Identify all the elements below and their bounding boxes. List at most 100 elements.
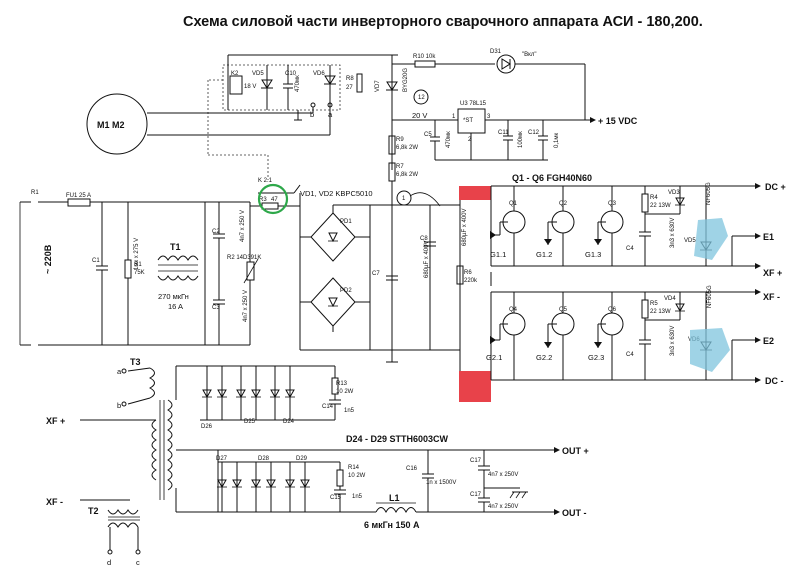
t1-value: 270 мкГн: [158, 292, 189, 301]
r5-value: 22 13W: [650, 309, 671, 315]
c1-label: C1: [92, 258, 100, 264]
xf-plus-left-label: XF +: [46, 416, 65, 426]
relay-k2-coil: [229, 75, 243, 95]
t2-d-label: d: [107, 558, 111, 567]
q4-label: Q4: [509, 307, 518, 313]
t1-label: T1: [170, 242, 181, 252]
c7-label: C7: [372, 271, 380, 277]
blue-marker-top: [694, 218, 728, 260]
nf605g-top-label: NF605G: [706, 182, 712, 205]
r9-value: 6,8k 2W: [396, 145, 418, 151]
node-1-label: 1: [402, 196, 406, 202]
nf605g-bottom-label: NF605G: [707, 285, 713, 308]
bridge-pd2: [310, 277, 356, 327]
d24-label: D24: [283, 419, 295, 425]
r1-top-label: R1: [31, 190, 39, 196]
e2-label: E2: [763, 336, 774, 346]
pin2-label: 2: [468, 137, 472, 143]
c10-value: 470мк: [295, 75, 301, 92]
c16-value: 1n x 1500V: [426, 480, 456, 486]
r5-label: R5: [650, 301, 658, 307]
diodes-label: D24 - D29 STTH6003CW: [346, 434, 449, 444]
led-d31: [496, 54, 516, 74]
out-plus-label: OUT +: [562, 446, 589, 456]
bridge-pd1: [310, 212, 356, 262]
c3-label: C3: [212, 305, 220, 311]
snubber-section: C2 4n7 x 250 V C3 4n7 x 250 V R2 14D391K…: [204, 178, 301, 345]
c7-value: 680µF x 400V: [424, 241, 430, 278]
vd7-label: VD7: [375, 80, 381, 92]
c3-value: 4n7 x 250 V: [243, 290, 249, 322]
r6-value: 220k: [464, 278, 478, 284]
c17-top-value: 4n7 x 250V: [488, 472, 518, 478]
right-snubbers: R4 22 13W VD3 NF605G C4 3n3 x 630V VD5 R…: [626, 182, 786, 386]
choke-t1: T1 270 мкГн 16 A: [157, 242, 199, 311]
c15-label: C15: [330, 495, 342, 501]
dc-minus-label: DC -: [765, 376, 784, 386]
l1-label: L1: [389, 493, 400, 503]
mains-voltage-label: ~ 220В: [43, 244, 53, 274]
g22-label: G2.2: [536, 353, 552, 362]
r6-label: R6: [464, 270, 472, 276]
motor-m1-m2: M1 M2: [86, 93, 331, 155]
vd4-label: VD4: [664, 296, 676, 302]
r1-label: R1: [134, 262, 142, 268]
c1-value: 1мк x 275 V: [134, 238, 140, 270]
highlight-ring-r3: [257, 183, 289, 215]
input-section: R1 ~ 220В FU1 25 A C1 1мк x 275 V R1 75K: [19, 190, 250, 346]
c5-value: 470мк: [446, 131, 452, 148]
switches-label: Q1 - Q6 FGH40N60: [512, 173, 592, 183]
c2-label: C2: [212, 229, 220, 235]
xf-minus-right-label: XF -: [763, 292, 780, 302]
k2-value: 18 V: [244, 84, 256, 90]
t3-b-label: b: [117, 401, 121, 410]
motor-label: M1 M2: [97, 120, 125, 130]
d26-label: D26: [201, 424, 213, 430]
igbt-q1: Q1 G1.1: [490, 186, 526, 266]
t3-label: T3: [130, 357, 141, 367]
c4-bottom-label: C4: [626, 352, 634, 358]
c5-label: C5: [424, 132, 432, 138]
c17-bottom-label: C17: [470, 492, 482, 498]
r3-label: R3: [259, 197, 267, 203]
d28-label: D28: [258, 456, 270, 462]
output-section: T3 a b XF + XF - T2 d c: [46, 357, 589, 567]
r7-label: R7: [396, 164, 404, 170]
r3-value: 47: [271, 197, 278, 203]
r7-value: 6,8k 2W: [396, 172, 418, 178]
c2-value: 4n7 x 250 V: [240, 210, 246, 242]
c8-label: C8: [420, 236, 428, 242]
t3-a-label: a: [117, 367, 122, 376]
xf-plus-right-label: XF +: [763, 268, 782, 278]
dc-plus-label: DC +: [765, 182, 786, 192]
k21-label: K 2.1: [258, 178, 273, 184]
r10-label: R10 10k: [413, 54, 436, 60]
r13-value: 10 2W: [336, 389, 354, 395]
relay-block: K2 18 V VD5 C10 470мк VD6 b a R8 27 VD7 …: [207, 54, 409, 180]
g13-label: G1.3: [585, 250, 601, 259]
bridge-section: VD1, VD2 KBPC5010 PD1 PD2 1: [299, 189, 460, 351]
v20-label: 20 V: [412, 111, 427, 120]
r13-label: R13: [336, 381, 348, 387]
g11-label: G1.1: [490, 250, 506, 259]
r8-label: R8: [346, 76, 354, 82]
c12-value: 0,1мк: [554, 133, 560, 148]
vd7-value: BYG20G: [403, 68, 409, 92]
d25-label: D25: [244, 419, 256, 425]
igbt-q2: Q2 G1.2: [536, 186, 575, 266]
r14-label: R14: [348, 465, 360, 471]
blue-marker-bottom: [690, 328, 730, 372]
e1-label: E1: [763, 232, 774, 242]
t2-label: T2: [88, 506, 99, 516]
r1-value: 75K: [134, 270, 145, 276]
red-marker-top: [459, 186, 491, 200]
lower-rectifier-diodes: [217, 462, 310, 512]
g23-label: G2.3: [588, 353, 604, 362]
vd5-label: VD5: [684, 238, 696, 244]
c14-label: C14: [322, 404, 334, 410]
fuse-label: FU1 25 A: [66, 193, 91, 199]
diagram-title: Схема силовой части инверторного сварочн…: [183, 14, 703, 30]
vd3-label: VD3: [668, 190, 680, 196]
c16-label: C16: [406, 466, 418, 472]
